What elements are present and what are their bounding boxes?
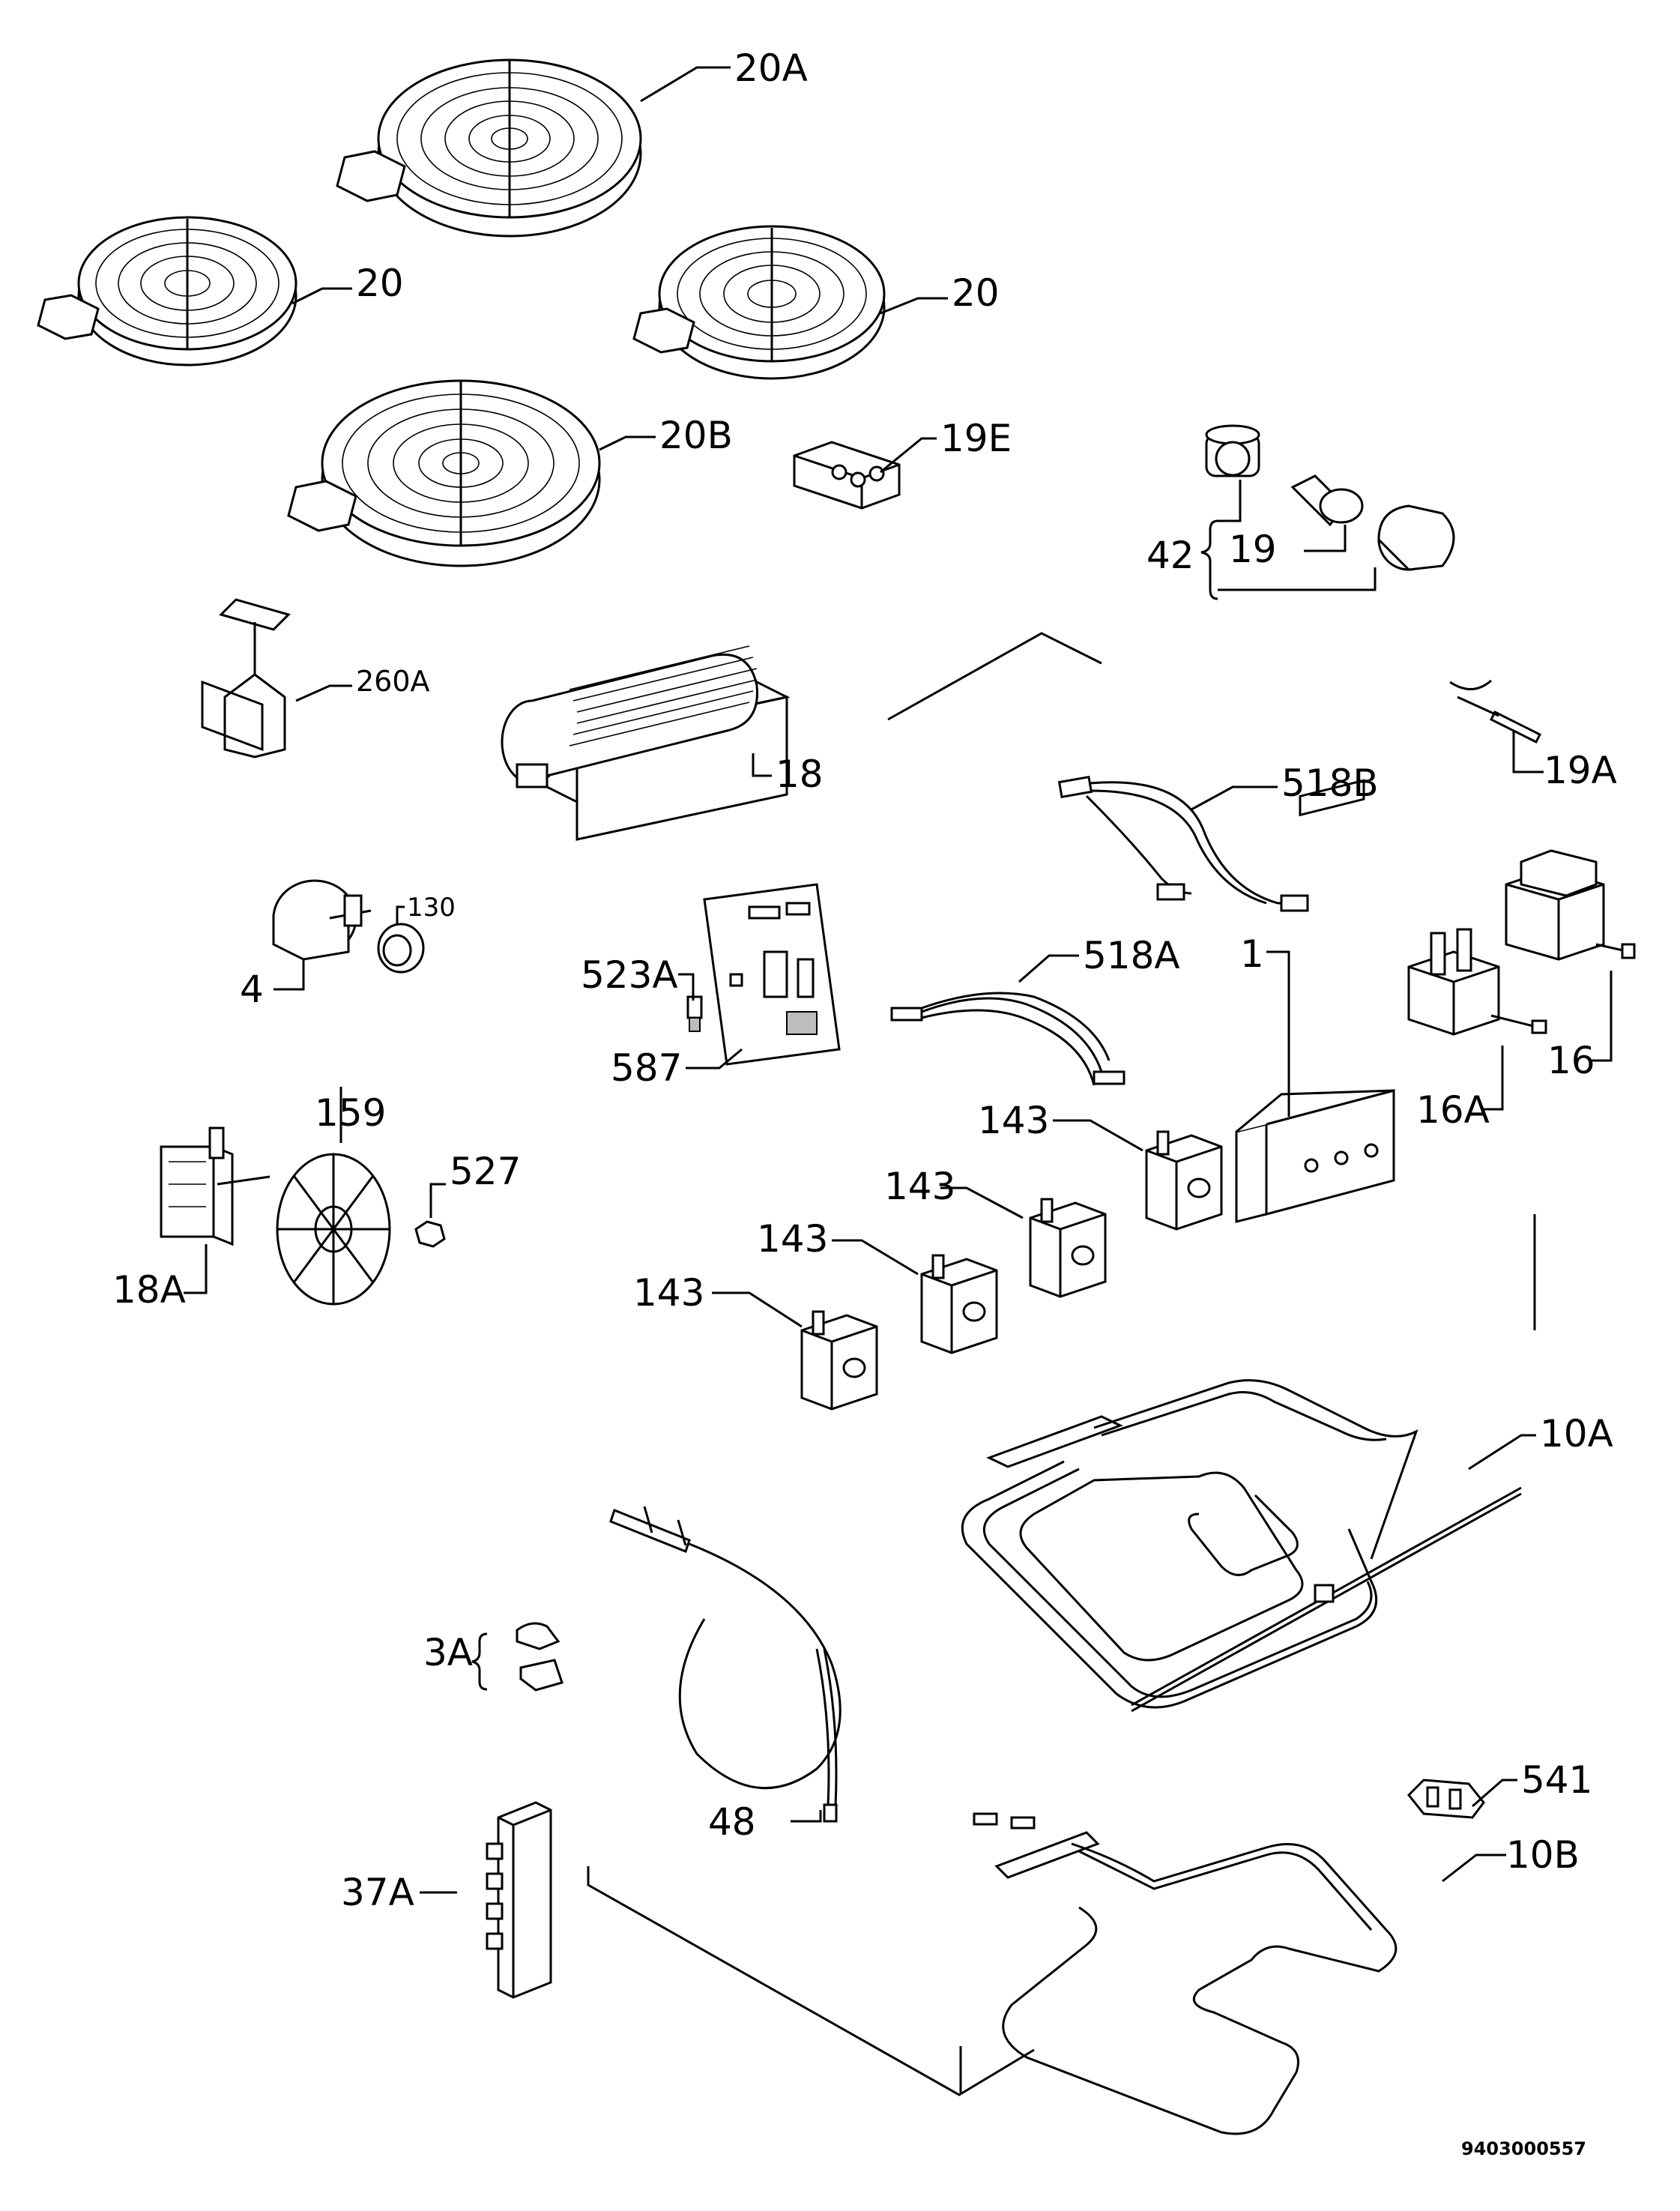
hotplate-20-right xyxy=(632,225,886,380)
fan-motor-18A xyxy=(160,1126,271,1246)
label-10A: 10A xyxy=(1540,1412,1613,1456)
sensor-19A xyxy=(1449,679,1542,744)
nut-527 xyxy=(414,1220,446,1248)
tangential-fan-18 xyxy=(501,645,791,841)
label-130: 130 xyxy=(407,893,456,923)
switch-143-a xyxy=(1145,1130,1223,1231)
label-518A: 518A xyxy=(1083,934,1180,977)
hotplate-20-left xyxy=(37,216,297,367)
label-20-left: 20 xyxy=(356,262,404,305)
label-143-b: 143 xyxy=(884,1165,955,1208)
cavity-outline-bottom xyxy=(587,1866,1035,2096)
label-10B: 10B xyxy=(1506,1833,1580,1877)
terminal-strip-37A xyxy=(486,1801,552,1999)
terminal-block-19E xyxy=(793,441,901,510)
fuse-523A xyxy=(686,995,703,1032)
label-3A: 3A xyxy=(423,1631,473,1674)
fan-wheel-159 xyxy=(276,1153,391,1306)
cavity-outline-top xyxy=(887,632,1102,721)
label-19: 19 xyxy=(1229,528,1277,571)
switch-16 xyxy=(1505,849,1636,961)
label-20-right: 20 xyxy=(952,271,1000,315)
label-518B: 518B xyxy=(1281,761,1379,805)
label-48: 48 xyxy=(708,1800,756,1844)
label-20A: 20A xyxy=(734,46,808,90)
oven-lamp-assembly xyxy=(1205,424,1455,571)
clips-3A xyxy=(471,1622,563,1692)
label-19E: 19E xyxy=(940,417,1012,460)
clip-260A xyxy=(201,598,291,758)
label-18A: 18A xyxy=(112,1268,186,1312)
heating-element-10B xyxy=(973,1812,1398,2135)
switch-143-c xyxy=(920,1254,998,1354)
label-587: 587 xyxy=(611,1046,682,1090)
motor-4 xyxy=(272,879,372,961)
label-143-a: 143 xyxy=(978,1099,1049,1142)
document-id: 9403000557 xyxy=(1461,2138,1586,2159)
label-18: 18 xyxy=(776,752,824,796)
switch-143-d xyxy=(800,1310,878,1411)
label-1: 1 xyxy=(1240,932,1264,976)
label-20B: 20B xyxy=(659,414,733,457)
label-260A: 260A xyxy=(356,665,430,698)
label-42: 42 xyxy=(1146,534,1194,577)
switch-16A xyxy=(1407,928,1547,1036)
heating-element-10A xyxy=(961,1379,1522,1713)
switch-143-b xyxy=(1029,1198,1107,1298)
control-pcb-587 xyxy=(703,883,841,1066)
bracket-42 xyxy=(1200,519,1218,600)
label-159: 159 xyxy=(315,1091,386,1135)
hotplate-20A xyxy=(336,58,642,238)
label-527: 527 xyxy=(450,1150,521,1193)
wiring-harness-518B xyxy=(1057,775,1309,912)
hotplate-20B xyxy=(287,379,601,567)
label-143-c: 143 xyxy=(757,1217,828,1261)
grommet-130 xyxy=(377,923,425,974)
thermostat-probe-48 xyxy=(609,1506,841,1823)
display-module-1 xyxy=(1235,779,1395,1223)
label-37A: 37A xyxy=(341,1871,414,1914)
connector-541 xyxy=(1406,1779,1485,1819)
label-541: 541 xyxy=(1521,1758,1592,1802)
label-4: 4 xyxy=(240,968,264,1011)
label-16A: 16A xyxy=(1416,1088,1490,1132)
cable-518A xyxy=(890,992,1125,1086)
label-143-d: 143 xyxy=(633,1271,704,1315)
label-16: 16 xyxy=(1547,1039,1595,1082)
label-19A: 19A xyxy=(1544,749,1617,792)
label-523A: 523A xyxy=(581,953,678,997)
